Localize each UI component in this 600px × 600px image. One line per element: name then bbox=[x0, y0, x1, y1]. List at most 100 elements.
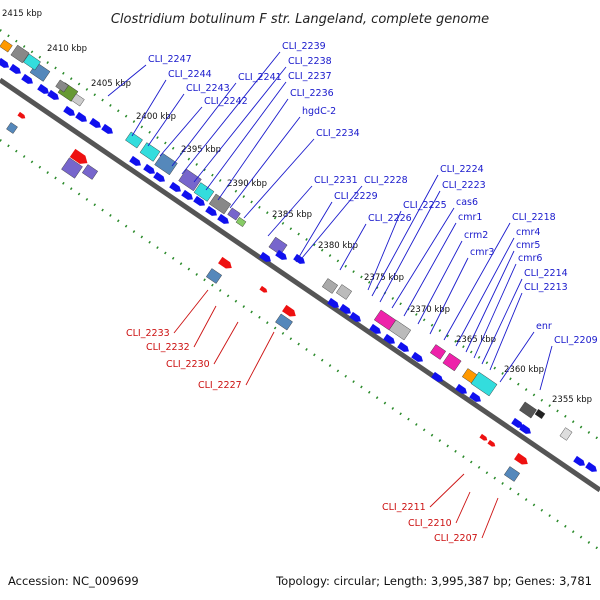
label-leaders bbox=[107, 51, 553, 539]
gene-block bbox=[559, 427, 573, 441]
forward-gene-arrow bbox=[63, 105, 75, 116]
top-label-leader bbox=[159, 106, 203, 157]
top-feature-label: CLI_2229 bbox=[334, 191, 378, 202]
top-feature-label: CLI_2234 bbox=[316, 128, 360, 139]
gene-block bbox=[227, 207, 241, 221]
gene-block bbox=[321, 278, 339, 294]
kbp-tick-label: 2405 kbp bbox=[91, 79, 131, 89]
kbp-tick-label: 2375 kbp bbox=[364, 273, 404, 283]
top-feature-label: cmr6 bbox=[518, 253, 542, 264]
forward-gene-arrow bbox=[205, 205, 217, 216]
reverse-gene-arrow bbox=[479, 433, 488, 441]
top-feature-label: cmr3 bbox=[470, 247, 494, 258]
feature-labels: CLI_2247CLI_2244CLI_2243CLI_2242CLI_2241… bbox=[126, 41, 598, 544]
gene-block bbox=[6, 122, 18, 134]
gene-block bbox=[205, 268, 223, 284]
forward-gene-arrow bbox=[339, 303, 351, 314]
forward-gene-arrow bbox=[259, 251, 271, 262]
forward-gene-arrow bbox=[0, 57, 9, 68]
forward-gene-arrow bbox=[411, 351, 423, 362]
top-feature-label: CLI_2237 bbox=[288, 71, 332, 82]
gene-block bbox=[23, 53, 41, 71]
bottom-label-leader bbox=[245, 331, 275, 386]
forward-gene-arrow bbox=[89, 117, 101, 128]
forward-gene-arrow bbox=[383, 333, 395, 344]
top-label-leader bbox=[499, 331, 535, 383]
top-label-leader bbox=[295, 201, 333, 263]
gene-block bbox=[534, 408, 546, 420]
gene-block bbox=[193, 182, 215, 202]
top-label-leader bbox=[181, 51, 281, 175]
gene-block bbox=[55, 79, 69, 93]
bottom-feature-label: CLI_2210 bbox=[408, 518, 452, 529]
top-label-leader bbox=[367, 210, 402, 291]
gene-block bbox=[335, 284, 353, 300]
top-label-leader bbox=[417, 240, 463, 325]
forward-gene-arrow bbox=[217, 213, 229, 224]
forward-gene-arrow bbox=[21, 73, 33, 84]
gene-block bbox=[235, 216, 247, 228]
accession-text: Accession: NC_009699 bbox=[8, 574, 139, 588]
top-label-leader bbox=[205, 81, 287, 191]
dotted-track-line bbox=[0, 139, 600, 551]
forward-gene-arrow bbox=[469, 391, 481, 402]
kbp-tick-label: 2380 kbp bbox=[318, 241, 358, 251]
forward-gene-arrow bbox=[573, 455, 585, 466]
gene-block bbox=[71, 93, 85, 107]
top-label-leader bbox=[429, 257, 469, 335]
top-feature-label: CLI_2247 bbox=[148, 54, 192, 65]
top-feature-label: CLI_2214 bbox=[524, 268, 568, 279]
kbp-tick-label: 2370 kbp bbox=[410, 305, 450, 315]
kbp-tick-label: 2390 kbp bbox=[227, 179, 267, 189]
bottom-feature-label: CLI_2230 bbox=[166, 359, 210, 370]
top-label-leader bbox=[379, 190, 441, 303]
gene-block bbox=[125, 131, 143, 149]
gene-block bbox=[208, 193, 232, 215]
forward-gene-arrow bbox=[293, 253, 305, 264]
kbp-tick-label: 2415 kbp bbox=[2, 9, 42, 19]
forward-gene-arrow bbox=[511, 417, 523, 428]
top-feature-label: CLI_2231 bbox=[314, 175, 358, 186]
bottom-label-leader bbox=[213, 321, 239, 365]
forward-gene-arrow bbox=[431, 371, 443, 382]
gene-block bbox=[139, 142, 161, 162]
kbp-tick-label: 2360 kbp bbox=[504, 365, 544, 375]
top-label-leader bbox=[339, 223, 367, 271]
kbp-tick-label: 2365 kbp bbox=[456, 335, 496, 345]
top-label-leader bbox=[481, 278, 523, 365]
gene-block bbox=[268, 236, 288, 256]
top-label-leader bbox=[455, 237, 515, 347]
top-label-leader bbox=[147, 93, 185, 147]
gene-block bbox=[470, 371, 498, 397]
forward-gene-arrow bbox=[275, 249, 287, 260]
reverse-gene-arrow bbox=[487, 439, 496, 447]
bottom-feature-label: CLI_2207 bbox=[434, 533, 478, 544]
top-feature-label: CLI_2223 bbox=[442, 180, 486, 191]
forward-gene-arrow bbox=[169, 181, 181, 192]
top-label-leader bbox=[371, 174, 439, 297]
bottom-label-leader bbox=[193, 305, 217, 348]
top-label-leader bbox=[403, 222, 457, 317]
reverse-gene-arrow bbox=[218, 256, 232, 269]
reverse-gene-arrow bbox=[259, 285, 268, 293]
top-feature-label: CLI_2236 bbox=[290, 88, 334, 99]
forward-gene-arrow bbox=[193, 195, 205, 206]
gene-block bbox=[442, 352, 462, 372]
reverse-gene-arrow bbox=[282, 304, 296, 317]
gene-block bbox=[61, 157, 83, 179]
top-label-leader bbox=[391, 207, 455, 309]
forward-gene-arrow bbox=[9, 63, 21, 74]
forward-gene-arrow bbox=[455, 383, 467, 394]
bottom-feature-label: CLI_2232 bbox=[146, 342, 190, 353]
top-label-leader bbox=[229, 116, 301, 209]
top-label-leader bbox=[131, 79, 167, 137]
genome-summary-text: Topology: circular; Length: 3,995,387 bp… bbox=[275, 574, 592, 588]
bottom-feature-label: CLI_2233 bbox=[126, 328, 170, 339]
top-label-leader bbox=[443, 222, 511, 341]
forward-gene-arrow bbox=[369, 323, 381, 334]
top-feature-label: CLI_2242 bbox=[204, 96, 248, 107]
reverse-gene-arrow bbox=[514, 452, 528, 465]
reverse-gene-arrow bbox=[69, 148, 88, 164]
